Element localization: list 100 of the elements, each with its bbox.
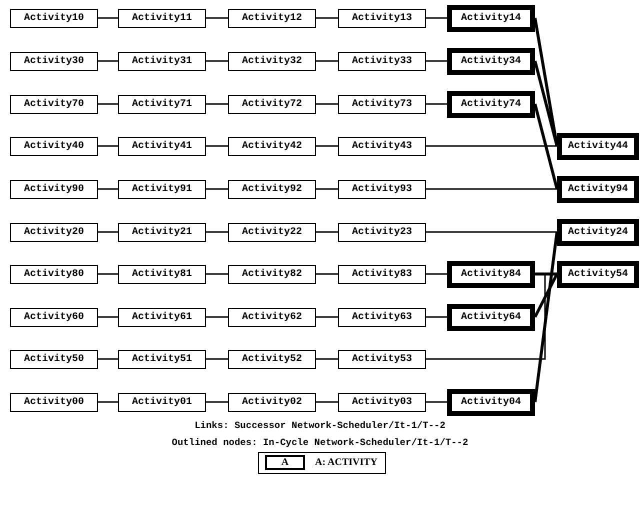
activity-box — [338, 392, 426, 412]
link-line — [426, 103, 447, 105]
activity-name: Activity71 — [132, 98, 192, 110]
link-line — [426, 17, 447, 19]
link-line — [316, 231, 338, 233]
activity-box — [10, 308, 98, 326]
activity-name: Activity94 — [568, 184, 628, 194]
activity-name: Activity93 — [352, 184, 412, 194]
thick-link-line — [534, 273, 558, 318]
activity-name: Activity92 — [242, 184, 302, 194]
activity-box — [338, 264, 426, 284]
activity-name: Activity84 — [460, 268, 521, 280]
activity-name: Activity51 — [132, 354, 192, 364]
activity-box — [338, 308, 426, 326]
link-line — [426, 188, 557, 190]
link-line — [98, 316, 118, 318]
link-line — [206, 316, 228, 318]
activity-box — [338, 180, 426, 198]
activity-name: Activity70 — [24, 98, 84, 110]
link-line — [316, 103, 338, 105]
link-line — [98, 401, 118, 403]
in-cycle-activity-box — [447, 388, 535, 416]
link-line — [316, 17, 338, 19]
activity-box — [118, 8, 206, 28]
link-line — [206, 60, 228, 62]
in-cycle-activity-box — [447, 48, 535, 74]
activity-box — [228, 180, 316, 198]
activity-box — [228, 308, 316, 326]
activity-name: Activity42 — [242, 140, 302, 152]
activity-name: Activity02 — [242, 396, 302, 408]
legend-text: A: ACTIVITY — [315, 457, 378, 468]
activity-name: Activity54 — [568, 268, 628, 280]
activity-box — [228, 94, 316, 114]
activity-name: Activity00 — [24, 396, 84, 408]
activity-name: Activity53 — [352, 354, 412, 364]
thick-link-line — [534, 60, 558, 146]
link-line — [98, 231, 118, 233]
activity-name: Activity43 — [352, 140, 412, 152]
note-text: Outlined nodes: In-Cycle Network-Scheduler/It-1/T--2 — [170, 437, 470, 448]
activity-name: Activity33 — [352, 56, 412, 66]
activity-name: Activity41 — [132, 140, 192, 152]
activity-box — [338, 222, 426, 242]
link-line — [98, 145, 118, 147]
link-line — [316, 358, 338, 360]
activity-name: Activity20 — [24, 226, 84, 238]
activity-box — [228, 392, 316, 412]
activity-name: Activity22 — [242, 226, 302, 238]
activity-name: Activity62 — [242, 312, 302, 322]
activity-box — [338, 8, 426, 28]
link-line — [206, 358, 228, 360]
activity-name: Activity01 — [132, 396, 192, 408]
link-line — [206, 231, 228, 233]
link-line — [426, 145, 557, 147]
link-line — [426, 231, 557, 233]
in-cycle-activity-box — [447, 4, 535, 32]
activity-name: Activity13 — [352, 12, 412, 24]
link-line — [426, 60, 447, 62]
legend-sample-box: A — [265, 455, 305, 470]
in-cycle-activity-box — [557, 176, 639, 202]
activity-name: Activity52 — [242, 354, 302, 364]
activity-name: Activity60 — [24, 312, 84, 322]
activity-name: Activity32 — [242, 56, 302, 66]
note-text: Links: Successor Network-Scheduler/It-1/T--2 — [194, 420, 446, 431]
link-line — [98, 103, 118, 105]
activity-name: Activity03 — [352, 396, 412, 408]
link-line — [316, 60, 338, 62]
activity-name: Activity64 — [460, 312, 521, 322]
in-cycle-activity-box — [447, 304, 535, 330]
activity-box — [118, 180, 206, 198]
link-line — [206, 273, 228, 275]
in-cycle-activity-box — [557, 218, 639, 246]
activity-box — [118, 222, 206, 242]
thick-link-line — [534, 232, 558, 402]
activity-name: Activity40 — [24, 140, 84, 152]
link-line — [206, 145, 228, 147]
link-line — [426, 273, 447, 275]
activity-name: Activity14 — [460, 12, 521, 24]
activity-box — [10, 52, 98, 70]
activity-name: Activity83 — [352, 268, 412, 280]
in-cycle-activity-box — [447, 90, 535, 118]
activity-name: Activity72 — [242, 98, 302, 110]
activity-box — [10, 350, 98, 368]
thick-link-line — [534, 104, 558, 190]
activity-box — [118, 392, 206, 412]
activity-name: Activity31 — [132, 56, 192, 66]
activity-name: Activity10 — [24, 12, 84, 24]
link-line — [206, 401, 228, 403]
link-line — [316, 316, 338, 318]
link-line — [98, 60, 118, 62]
activity-box — [118, 94, 206, 114]
activity-box — [338, 136, 426, 156]
activity-box — [118, 136, 206, 156]
activity-name: Activity34 — [460, 56, 521, 66]
link-line — [426, 316, 447, 318]
link-line — [98, 17, 118, 19]
in-cycle-activity-box — [557, 132, 639, 160]
thick-link-line — [535, 272, 557, 276]
activity-box — [10, 222, 98, 242]
activity-box — [10, 94, 98, 114]
link-line — [98, 273, 118, 275]
